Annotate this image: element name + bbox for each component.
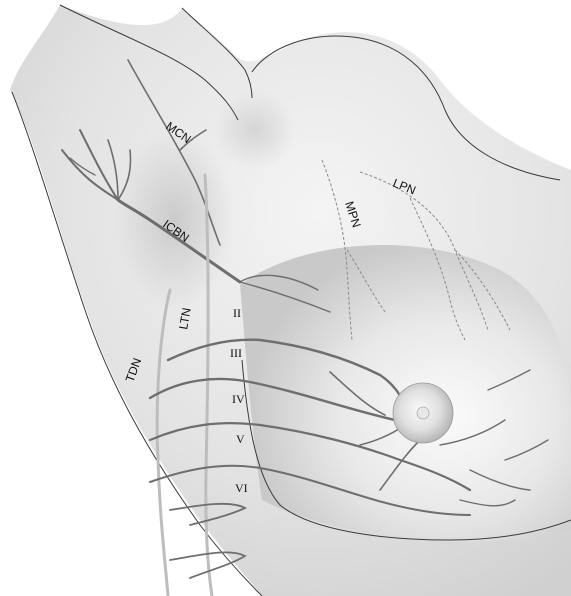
intercostal-label-iii: III <box>230 346 242 360</box>
intercostal-label-v: V <box>236 432 245 446</box>
nipple <box>417 407 429 419</box>
intercostal-label-ii: II <box>233 306 241 320</box>
axilla-shadow <box>115 130 235 310</box>
intercostal-label-vi: VI <box>235 481 248 495</box>
intercostal-label-iv: IV <box>232 392 245 406</box>
